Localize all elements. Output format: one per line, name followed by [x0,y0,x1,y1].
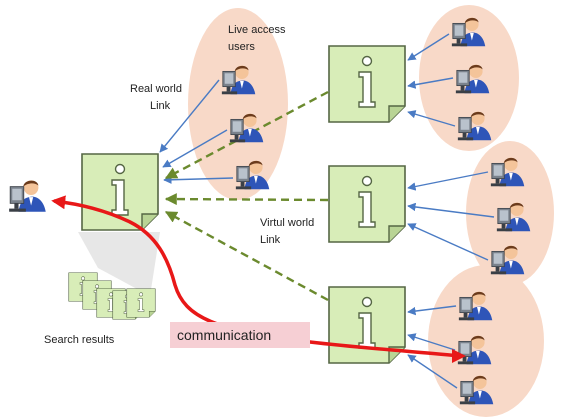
real-world-links [159,33,495,389]
communication-label: communication [177,327,271,343]
search-results [68,232,160,320]
real-world-link-label: Real world [130,83,182,95]
virtual-world-link-label: Virtul world [260,217,314,229]
user-group-bg-3 [428,265,544,417]
real-world-link-label-line2: Link [150,100,171,112]
user-at-computer-icon [8,179,47,213]
user-group-backgrounds [188,5,554,417]
communication-arrow [51,195,462,358]
virtual-world-link-label-line2: Link [260,234,281,246]
search-results-label: Search results [44,334,115,346]
live-access-users-label: Live access [228,24,286,36]
live-user-group-bg [188,8,288,200]
communication-arrowhead [452,349,466,363]
document-icon-middle [328,165,406,243]
info-document-icon [126,288,156,318]
search-results-fan [78,232,160,296]
communication-label-box [170,322,310,348]
document-icon-top [328,45,406,123]
live-access-users-label-line2: users [228,41,255,53]
